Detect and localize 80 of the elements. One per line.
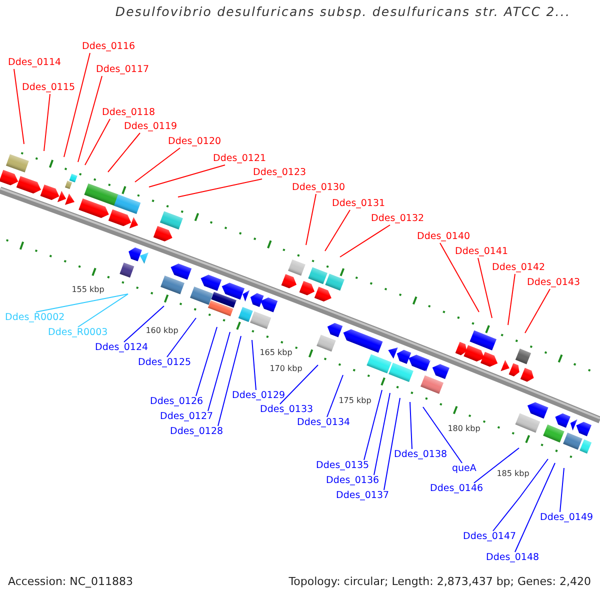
leader-line	[410, 402, 412, 450]
leader-line	[508, 274, 516, 326]
scale-label: 155 kbp	[72, 285, 104, 295]
gene-label: Ddes_0124	[95, 342, 148, 354]
scale-label: 175 kbp	[338, 396, 372, 406]
scale-label: 170 kbp	[270, 364, 302, 374]
leader-line	[218, 336, 242, 426]
gene-label: Ddes_0130	[292, 182, 346, 194]
gene-label: Ddes_0121	[213, 153, 266, 165]
gene-label: Ddes_0118	[102, 107, 156, 119]
gene-label: Ddes_0127	[160, 411, 214, 423]
leader-line	[196, 326, 218, 396]
gene-label: Ddes_0129	[232, 390, 286, 402]
gene-label: Ddes_0128	[170, 426, 224, 438]
leader-line	[280, 364, 318, 404]
leader-line	[326, 374, 344, 418]
gene-label: queA	[452, 463, 476, 475]
leader-line	[208, 332, 230, 412]
gene-label: Ddes_0146	[430, 483, 484, 495]
gene-label: Ddes_0133	[260, 404, 314, 416]
gene-label: Ddes_0137	[336, 490, 390, 502]
gene-label: Ddes_0131	[332, 198, 386, 210]
gene-label: Ddes_0142	[492, 262, 546, 274]
leader-line	[514, 462, 556, 552]
leader-line	[324, 210, 350, 252]
leader-line	[440, 242, 480, 312]
scale-label: 165 kbp	[260, 348, 292, 358]
gene-label: Ddes_0143	[527, 277, 580, 289]
gene-label: Ddes_R0003	[48, 327, 108, 339]
gene-label: Ddes_0117	[96, 64, 150, 76]
leader-line	[166, 318, 196, 358]
gene-label: Ddes_0116	[82, 41, 136, 53]
leader-line	[36, 294, 128, 312]
gene-label: Ddes_0120	[168, 136, 222, 148]
gene-label: Ddes_0138	[394, 449, 448, 461]
scale-label: 160 kbp	[146, 326, 178, 336]
leader-line	[14, 68, 24, 144]
leader-line	[178, 178, 262, 198]
leader-line	[78, 294, 128, 328]
gene-label: Ddes_0119	[124, 121, 178, 133]
leader-line	[124, 306, 164, 342]
leader-line	[78, 76, 102, 162]
leader-line	[108, 132, 140, 172]
diagram-title: Desulfovibrio desulfuricans subsp. desulfuricans str. ATCC 2...	[115, 4, 571, 20]
gene-label: Ddes_0134	[297, 417, 350, 429]
gene-label: Ddes_0114	[8, 57, 62, 69]
leader-line	[84, 118, 110, 166]
leader-line	[374, 392, 390, 476]
gene-label: Ddes_0136	[326, 475, 380, 487]
gene-label: Ddes_0141	[455, 246, 508, 258]
scale-label: 180 kbp	[448, 424, 480, 434]
gene-label: Ddes_0132	[371, 213, 424, 225]
leader-line	[252, 340, 256, 390]
leader-line	[340, 224, 390, 258]
gene-label: Ddes_0148	[486, 552, 540, 564]
scale-label: 185 kbp	[496, 469, 530, 479]
gene-label: Ddes_0135	[316, 460, 370, 472]
gene-label: Ddes_0147	[463, 531, 516, 543]
leader-line	[384, 398, 400, 490]
leader-line	[364, 390, 382, 460]
leader-line	[134, 148, 180, 182]
footer-text: Accession: NC_011883	[8, 575, 134, 588]
leader-line	[64, 52, 90, 158]
leader-line	[422, 406, 462, 464]
gene-label: Ddes_0123	[253, 167, 306, 179]
gene-label: Ddes_0125	[138, 357, 192, 369]
gene-label: Ddes_0126	[150, 396, 204, 408]
gene-label: Ddes_0140	[417, 231, 470, 243]
gene-label: Ddes_R0002	[5, 312, 65, 324]
leader-line	[306, 194, 316, 246]
footer-text: Topology: circular; Length: 2,873,437 bp; Genes: 2,420	[288, 575, 591, 588]
leader-line	[478, 258, 492, 318]
leader-line	[560, 468, 564, 512]
leader-line	[148, 164, 226, 188]
leader-line	[524, 288, 550, 334]
leader-line	[474, 448, 520, 484]
gene-label: Ddes_0115	[22, 82, 76, 94]
leader-line	[44, 94, 50, 152]
gene-label: Ddes_0149	[540, 512, 594, 524]
leader-line	[492, 458, 548, 532]
